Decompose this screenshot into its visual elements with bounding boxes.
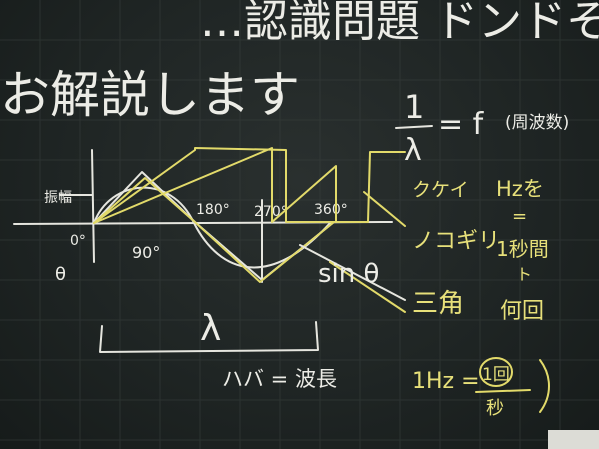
formula-numerator: 1	[404, 88, 424, 126]
definition-paren	[539, 359, 550, 413]
sine-label: sin θ	[318, 259, 379, 289]
triangle-wave-yellow	[93, 177, 335, 283]
hz-note-line4: 何回	[500, 299, 544, 324]
tick-180: 180°	[196, 202, 230, 218]
frequency-label: (周波数)	[505, 113, 569, 133]
hz-note-line1: Hzを	[496, 177, 544, 201]
waveform-sawtooth-label: ノコギリ	[412, 229, 500, 254]
y-axis	[91, 149, 95, 263]
tick-0: 0°	[70, 233, 86, 249]
definition-numerator: 1回	[482, 365, 510, 385]
tick-90: 90°	[132, 243, 160, 262]
theta-label: θ	[55, 264, 66, 285]
formula-denominator: λ	[404, 133, 422, 168]
wavelength-symbol: λ	[200, 308, 221, 349]
wall-outlet	[548, 430, 599, 449]
wavelength-bracket	[99, 321, 319, 353]
formula-rhs: = f	[438, 107, 485, 142]
wavelength-caption: ハバ = 波長	[222, 367, 337, 391]
tick-360: 360°	[314, 202, 348, 218]
sine-pointer	[299, 244, 406, 301]
waveform-triangle-label: 三角	[412, 289, 464, 319]
frequency-formula: 1 λ = f (周波数)	[395, 88, 569, 168]
definition-circle	[479, 357, 513, 387]
hz-equals: =	[512, 206, 527, 227]
title-line-1: …認識問題 ドンドそ	[200, 0, 599, 47]
hz-note-line2: 1秒間	[496, 237, 549, 261]
amplitude-label: 振幅	[44, 190, 72, 206]
square-wave	[93, 147, 406, 224]
fraction-bar	[395, 125, 433, 129]
definition-denominator: 秒	[486, 398, 504, 419]
hz-definition: 1Hz = 1回 秒	[412, 357, 550, 419]
hz-note-line3: ト	[516, 265, 532, 284]
saw-pointer	[363, 191, 406, 227]
waveform-square-label: クケイ	[412, 179, 469, 201]
definition-fraction-bar	[475, 389, 531, 393]
triangle-wave	[93, 171, 335, 281]
sawtooth-wave	[93, 147, 337, 224]
triangle-pointer	[329, 261, 406, 313]
definition-lhs: 1Hz =	[412, 369, 480, 394]
title-line-2: お解説します	[0, 66, 300, 124]
